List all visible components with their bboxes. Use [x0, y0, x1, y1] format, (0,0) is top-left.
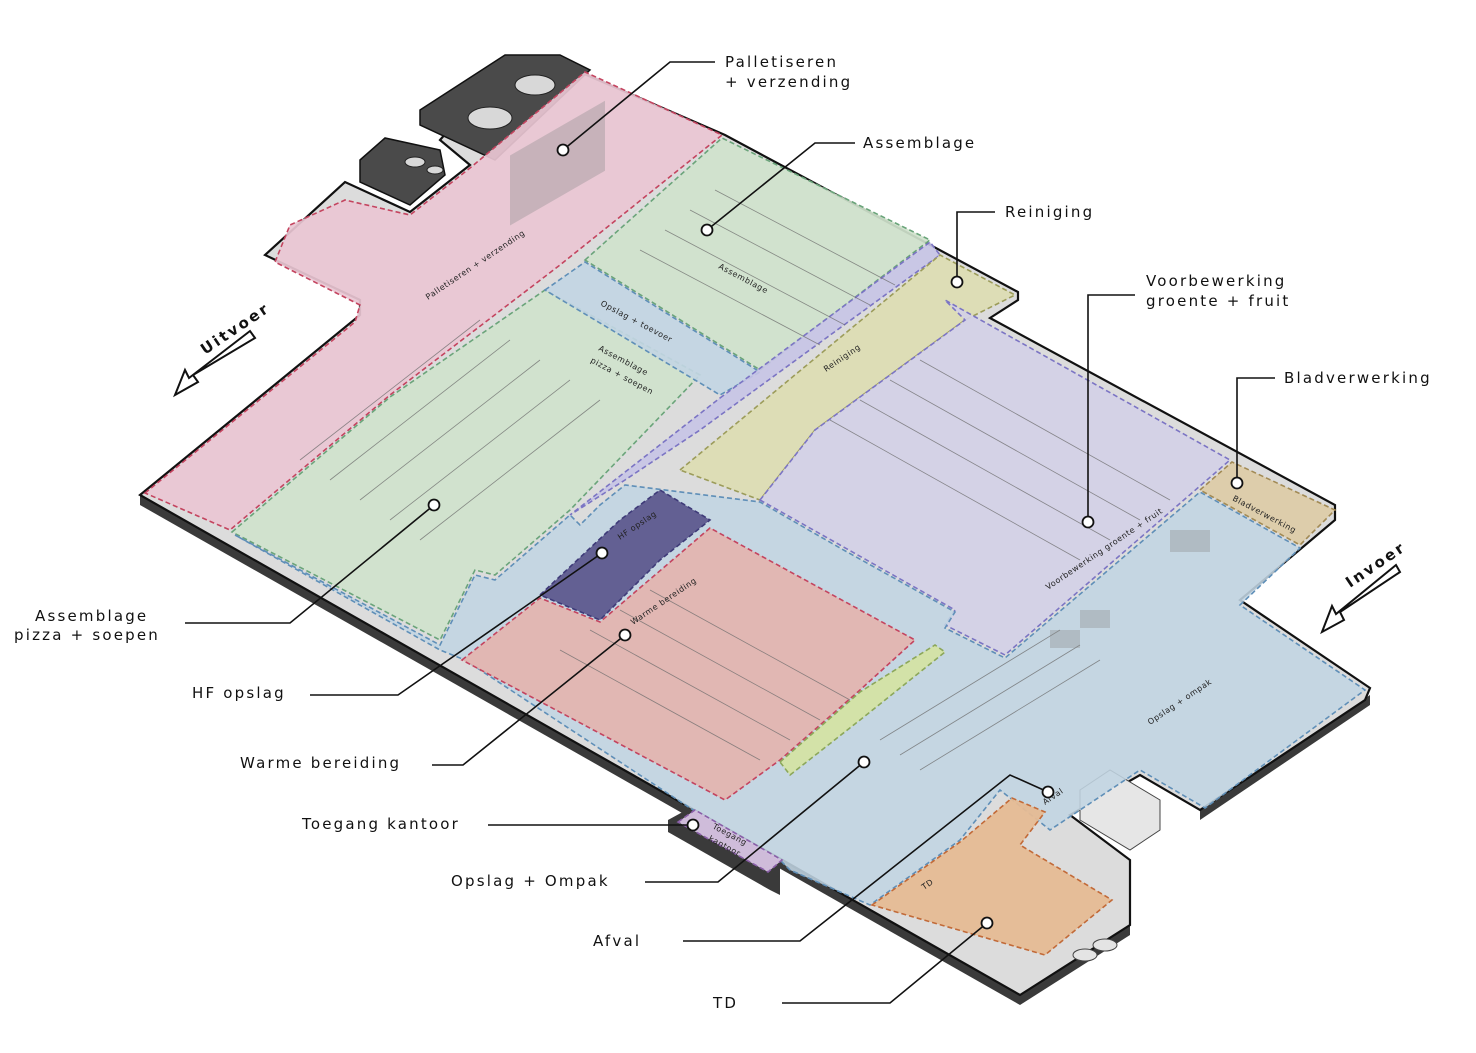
zone-warme-bereiding	[460, 527, 917, 801]
leader-lines	[185, 61, 1275, 1004]
callout-palletiseren-2: + verzending	[725, 73, 852, 91]
callout-palletiseren-1: Palletiseren	[725, 53, 838, 71]
leader-assemblage-pizza	[185, 504, 435, 624]
callout-toegang-kantoor: Toegang kantoor	[301, 815, 460, 833]
zone-toegang-kantoor	[676, 809, 784, 873]
callout-bladverwerking: Bladverwerking	[1284, 369, 1432, 387]
leader-reiniging	[956, 211, 995, 282]
zone-opslag-toevoer	[543, 261, 762, 396]
callout-opslag-ompak: Opslag + Ompak	[451, 872, 610, 890]
interior-details	[299, 100, 1210, 771]
callout-assemblage: Assemblage	[863, 134, 976, 152]
callout-warme-bereiding: Warme bereiding	[240, 754, 401, 772]
leader-opslag-ompak	[645, 761, 865, 883]
leader-palletiseren	[562, 61, 715, 151]
zone-assemblage-pizza	[230, 289, 702, 642]
leader-td	[782, 922, 988, 1004]
leader-hf-opslag	[310, 552, 603, 696]
zone-palletiseren	[143, 71, 724, 531]
tank-building	[359, 137, 446, 206]
callout-td: TD	[712, 994, 738, 1012]
zone-assemblage	[583, 137, 932, 371]
callout-reiniging: Reiniging	[1005, 203, 1094, 221]
callout-hf-opslag: HF opslag	[192, 684, 286, 702]
zone-td	[870, 797, 1114, 956]
zone-line-strip	[778, 644, 947, 777]
zone-voorbewerking	[758, 299, 1232, 656]
arrow-invoer: Invoer	[1320, 538, 1409, 635]
arrow-uitvoer: Uitvoer	[173, 299, 273, 398]
leader-warme-bereiding	[432, 634, 626, 766]
callout-voorbewerking-2: groente + fruit	[1146, 292, 1291, 310]
leader-bladverwerking	[1236, 377, 1275, 483]
zones	[143, 71, 1367, 956]
callout-labels: Palletiseren + verzending Assemblage Rei…	[14, 53, 1432, 1012]
leader-dots	[427, 143, 1244, 930]
callout-voorbewerking-1: Voorbewerking	[1146, 272, 1287, 290]
callout-assemblage-pizza-1: Assemblage	[35, 607, 148, 625]
leader-assemblage	[706, 142, 855, 231]
leader-voorbewerking	[1087, 294, 1135, 522]
zone-hf-opslag	[538, 489, 712, 621]
leader-afval	[683, 774, 1049, 942]
callout-assemblage-pizza-2: pizza + soepen	[14, 626, 160, 644]
callout-afval: Afval	[593, 932, 641, 950]
